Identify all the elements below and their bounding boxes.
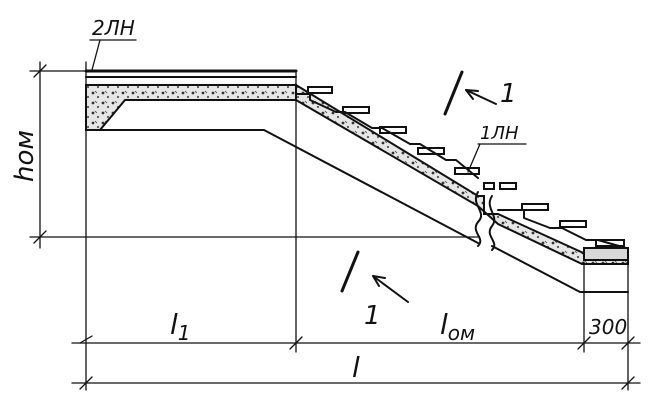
section-mark-bottom-label: 1 bbox=[364, 301, 381, 331]
bottom-rebar-leader bbox=[467, 143, 527, 173]
end-support-block bbox=[583, 247, 629, 261]
top-rebar-label: 2ЛН bbox=[92, 16, 135, 40]
section-mark-top-label: 1 bbox=[500, 79, 517, 109]
step-risers bbox=[295, 93, 627, 249]
bottom-rebar-label: 1ЛН bbox=[480, 123, 519, 144]
section-cut-mark-bottom bbox=[340, 250, 409, 303]
top-rebar-leader bbox=[89, 39, 137, 71]
landing-length-label: l1 bbox=[170, 308, 191, 345]
landing-slab bbox=[85, 84, 297, 131]
extension-lines bbox=[85, 61, 629, 391]
flight-length-label: lом bbox=[440, 308, 475, 345]
step-treads bbox=[307, 86, 625, 247]
total-length-label: l bbox=[352, 351, 360, 384]
end-offset-label: 300 bbox=[589, 315, 627, 339]
soffit-lines bbox=[85, 129, 629, 293]
horizontal-dimensions bbox=[71, 335, 641, 390]
top-rebar-mesh bbox=[84, 69, 298, 78]
section-cut-mark-top bbox=[443, 70, 497, 116]
break-line bbox=[474, 191, 496, 251]
height-dimension bbox=[29, 61, 479, 249]
height-label: hом bbox=[10, 130, 40, 182]
